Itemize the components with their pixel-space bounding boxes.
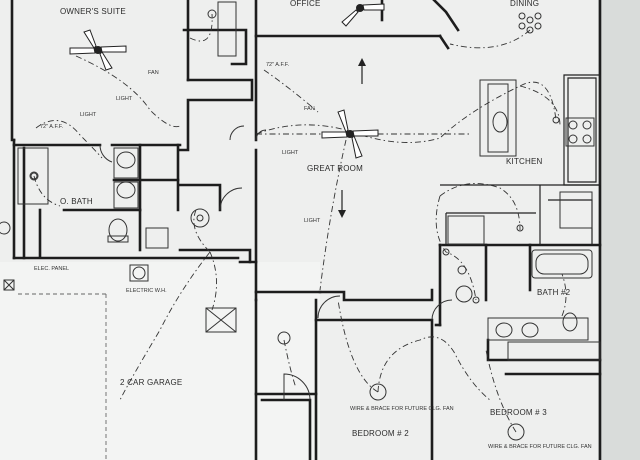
direction-arrows	[338, 58, 366, 218]
label-aff-office: 72" A.F.F.	[266, 62, 290, 68]
vanity	[113, 147, 139, 179]
label-light-great: LIGHT	[282, 150, 299, 156]
toilet-icon	[562, 312, 578, 332]
paper-edge	[598, 0, 640, 460]
sink-icon	[521, 322, 539, 338]
label-light-owner: LIGHT	[116, 96, 133, 102]
fixtures	[0, 1, 601, 460]
room-label-office: OFFICE	[290, 0, 321, 8]
light-icon	[369, 383, 387, 401]
room-label-garage: 2 CAR GARAGE	[120, 378, 182, 387]
label-fan-great: FAN	[304, 106, 315, 112]
room-label-bath2: BATH #2	[537, 288, 571, 297]
fan-icon	[69, 29, 127, 71]
light-fixtures	[30, 9, 560, 441]
chandelier-icon	[518, 12, 542, 34]
label-fan-note-bedroom2: WIRE & BRACE FOR FUTURE CLG. FAN	[350, 406, 454, 412]
sink-icon	[116, 181, 136, 199]
room-label-bedroom3: BEDROOM # 3	[490, 408, 547, 417]
range	[565, 117, 595, 147]
room-label-kitchen: KITCHEN	[506, 157, 543, 166]
label-light-bath: LIGHT	[80, 112, 97, 118]
label-aff-owner: 72" A.F.F.	[40, 124, 64, 130]
light-icon	[507, 423, 525, 441]
label-electric-wh: ELECTRIC W.H.	[126, 288, 167, 294]
kitchen-island	[479, 79, 517, 157]
room-label-o-bath: O. BATH	[60, 197, 93, 206]
water-heater-icon	[132, 266, 146, 280]
label-elec-panel: ELEC. PANEL	[34, 266, 69, 272]
bathtub	[531, 249, 593, 279]
room-label-owners-suite: OWNER'S SUITE	[60, 7, 126, 16]
room-label-great-room: GREAT ROOM	[307, 164, 363, 173]
label-light-great2: LIGHT	[304, 218, 321, 224]
sink-icon	[495, 322, 513, 338]
fan-icon	[321, 109, 379, 159]
label-fan-note-bedroom3: WIRE & BRACE FOR FUTURE CLG. FAN	[488, 444, 592, 450]
wiring	[33, 13, 567, 433]
room-label-dining: DINING	[510, 0, 539, 8]
room-label-bedroom2: BEDROOM # 2	[352, 429, 409, 438]
toilet-icon	[108, 218, 128, 242]
attic-access	[205, 307, 237, 333]
sink-icon	[116, 151, 136, 169]
light-icon	[277, 331, 291, 345]
sink-icon	[492, 111, 508, 133]
garage-floor	[0, 262, 320, 460]
vanity	[487, 317, 589, 341]
label-fan-owner: FAN	[148, 70, 159, 76]
fan-icon	[341, 3, 385, 27]
shower	[17, 147, 49, 205]
